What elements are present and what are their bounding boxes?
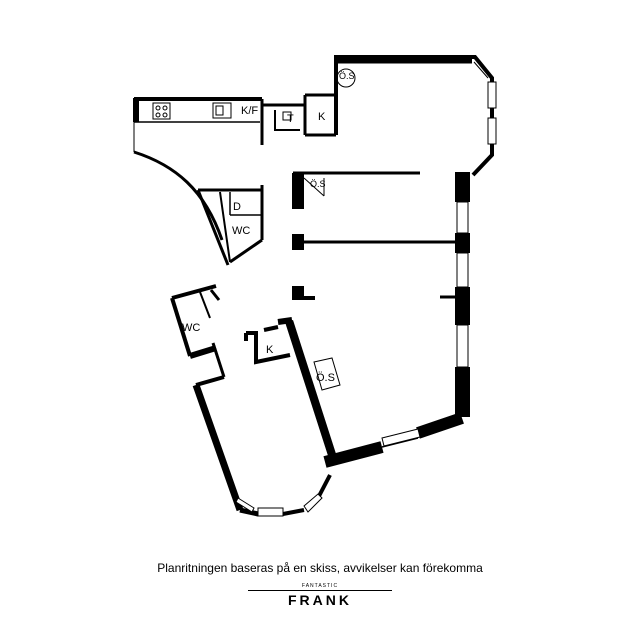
fireplace-bottom — [313, 357, 341, 391]
wall-diagonal-step — [277, 317, 293, 325]
brand-logo: FANTASTIC FRANK — [248, 583, 392, 608]
fridge-icon — [282, 111, 292, 121]
label-k-bottom: K — [266, 344, 274, 356]
label-wc-left: WC — [182, 322, 200, 334]
wall-k-bottom — [244, 325, 291, 365]
label-wc-center: WC — [232, 225, 250, 237]
wall-column — [292, 286, 315, 300]
wall-lower-left-room — [192, 342, 384, 517]
stove-icon — [152, 102, 171, 120]
label-kf: K/F — [241, 105, 258, 117]
label-os-bottom: Ö.S — [316, 372, 335, 384]
brand-tagline: FANTASTIC — [301, 583, 339, 589]
window-bay-south — [235, 493, 323, 517]
label-k-top: K — [318, 111, 326, 123]
brand-rule — [248, 590, 392, 591]
wall-east — [455, 172, 470, 417]
label-os-top: Ö.S — [339, 71, 355, 81]
wall-d-wc — [196, 185, 264, 266]
wall-top-right-room — [305, 55, 494, 177]
label-os-mid: Ö.S — [310, 179, 326, 189]
brand-name: FRANK — [288, 592, 352, 608]
wall-diagonal-bold — [285, 320, 338, 462]
label-d: D — [233, 201, 241, 213]
label-t: T — [287, 113, 294, 125]
window-top-right — [473, 61, 497, 145]
window-east — [456, 201, 469, 368]
wall-kitchen — [133, 93, 336, 145]
wall-interior-divider — [292, 234, 456, 299]
disclaimer-text: Planritningen baseras på en skiss, avvik… — [157, 561, 483, 575]
wall-left-wc — [170, 284, 221, 359]
sink-icon — [212, 102, 232, 119]
wall-middle-room — [292, 171, 420, 209]
wall-curved-west — [133, 150, 224, 241]
chimney-circle — [336, 68, 356, 88]
window-south-east — [381, 428, 421, 447]
